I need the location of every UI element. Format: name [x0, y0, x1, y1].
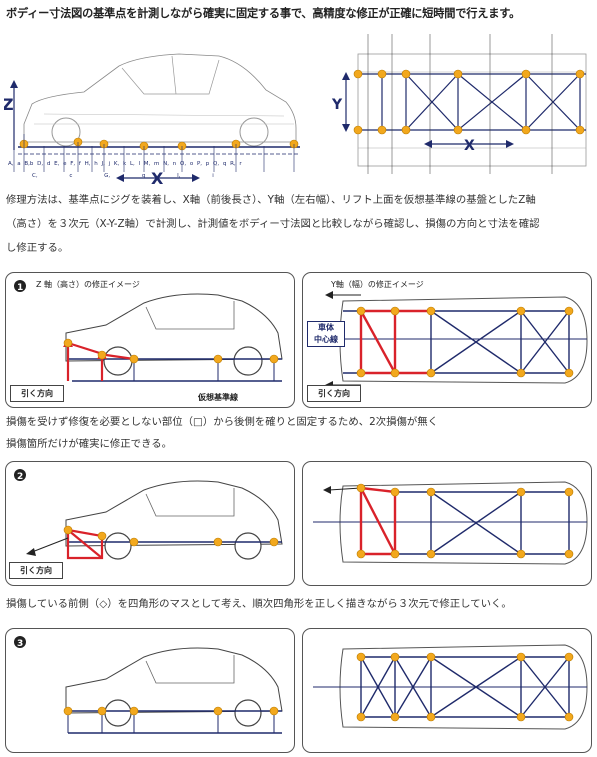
step1-number: 1 [17, 283, 23, 293]
x-axis-label: X [151, 169, 164, 188]
center-line-label: 車体中心線 [307, 321, 345, 347]
note2-line-1: 損傷している前側（◇）を四角形のマスとして考え、順次四角形を正しく描きながら３次… [6, 598, 512, 610]
side-points-lower-row: C, c G, g I, i [32, 173, 214, 179]
description-line-1: 修理方法は、基準点にジグを装着し、X軸（前後長さ）、Y軸（左右幅）、リフト上面を… [6, 194, 536, 206]
description-line-3: し修正する。 [6, 242, 69, 254]
y-axis-label: Y [331, 97, 343, 113]
pull-direction-label-right: 引く方向 [307, 385, 361, 402]
baseline-label: 仮想基準線 [198, 393, 238, 402]
step1-y-title: Y軸（幅）の修正イメージ [331, 280, 424, 289]
step3-number: 3 [17, 639, 23, 649]
z-axis-label: Z [4, 95, 14, 114]
note1-line-1: 損傷を受けず修復を必要としない部位（□）から後側を確りと固定するため、2次損傷が… [6, 416, 439, 428]
step2-pull-direction-label: 引く方向 [9, 562, 63, 579]
side-view-diagram: Z X A, a B,b D, d E, e F, f H, h J, j K,… [2, 24, 304, 188]
x-axis-label-top: X [464, 138, 475, 154]
pull-direction-label: 引く方向 [10, 385, 64, 402]
step1-z-panel: 1 Z 軸（高さ）の修正イメージ 引く方向 仮想基準線 [5, 272, 295, 408]
step2-y-panel [302, 461, 592, 586]
step1-z-title: Z 軸（高さ）の修正イメージ [36, 280, 140, 289]
step1-y-panel: Y軸（幅）の修正イメージ 車体中心線 引く方向 [302, 272, 592, 408]
side-points-row: A, a B,b D, d E, e F, f H, h J, j K, k L… [8, 161, 242, 167]
description-line-2: （高さ）を３次元（X-Y-Z軸）で計測し、計測値をボディー寸法図と比較しながら確… [6, 218, 540, 230]
step3-z-panel: 3 [5, 628, 295, 753]
top-view-diagram: Y X [330, 24, 592, 184]
page-title: ボディー寸法図の基準点を計測しながら確実に固定する事で、高精度な修正が正確に短時… [6, 7, 521, 20]
note1-line-2: 損傷箇所だけが確実に修正できる。 [6, 438, 173, 450]
step3-y-panel [302, 628, 592, 753]
step2-number: 2 [17, 472, 23, 482]
